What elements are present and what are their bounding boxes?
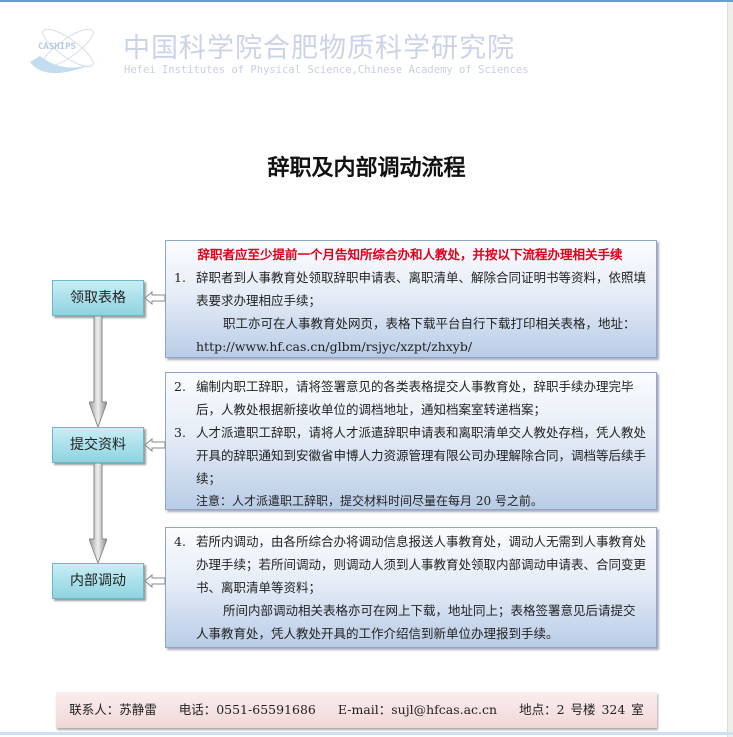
item-number: 3. [174,425,186,440]
page-title: 辞职及内部调动流程 [267,155,466,181]
org-name-cn: 中国科学院合肥物质科学研究院 [123,33,515,64]
notice-text: 辞职者应至少提前一个月告知所综合办和人教处，并按以下流程办理相关手续 [197,247,623,262]
bottom-border [0,732,733,735]
contact-location: 地点：2 号楼 324 室 [519,702,644,717]
item-text: 辞职者到人事教育处领取辞职申请表、离职清单、解除合同证明书等资料，依照填表要求办… [196,270,647,308]
left-arrow-icon [144,574,166,588]
scrollbar[interactable] [727,2,733,737]
down-arrow-icon [89,316,107,427]
item-number: 1. [174,270,186,285]
extra-text: 所间内部调动相关表格亦可在网上下载，地址同上；表格签署意见后请提交人事教育处，凭… [196,603,636,641]
left-arrow-icon [144,291,166,305]
step-box-3: 4. 若所内调动，由各所综合办将调动信息报送人事教育处，调动人无需到人事教育处办理… [165,527,657,648]
logo-text: CASHIPS [38,42,76,52]
item-text: 人才派遣职工辞职，请将人才派遣辞职申请表和离职清单交人教处存档，凭人教处开具的辞… [196,425,647,486]
step-label-transfer: 内部调动 [52,563,144,599]
step-box-2: 2. 编制内职工辞职，请将签署意见的各类表格提交人事教育处，辞职手续办理完毕后，人… [165,372,657,510]
item-text: 编制内职工辞职，请将签署意见的各类表格提交人事教育处，辞职手续办理完毕后，人教处… [196,379,634,417]
caships-logo-icon [30,28,106,74]
item-number: 2. [174,379,186,394]
download-url-link[interactable]: http://www.hf.cas.cn/glbm/rsjyc/xzpt/zhx… [196,339,473,354]
left-arrow-icon [144,438,166,452]
contact-phone: 电话：0551-65591686 [178,702,316,717]
step-label-submit: 提交资料 [52,427,144,463]
down-arrow-icon [89,463,107,563]
org-name-en: Hefei Institutes of Physical Science,Chi… [124,64,529,76]
note-text: 注意：人才派遣职工辞职，提交材料时间尽量在每月 20 号之前。 [196,494,543,508]
contact-footer: 联系人：苏静雷 电话：0551-65591686 E-mail：sujl@hfc… [56,692,657,728]
step-box-1: 辞职者应至少提前一个月告知所综合办和人教处，并按以下流程办理相关手续 1. 辞职者… [165,240,657,358]
item-number: 4. [174,534,186,549]
extra-text: 职工亦可在人事教育处网页，表格下载平台自行下载打印相关表格，地址： [223,316,636,331]
top-border [0,0,733,2]
item-text: 若所内调动，由各所综合办将调动信息报送人事教育处，调动人无需到人事教育处办理手续… [196,534,647,595]
step-label-get-forms: 领取表格 [52,280,144,316]
contact-person: 联系人：苏静雷 [69,702,157,717]
contact-email: E-mail：sujl@hfcas.ac.cn [337,702,498,717]
